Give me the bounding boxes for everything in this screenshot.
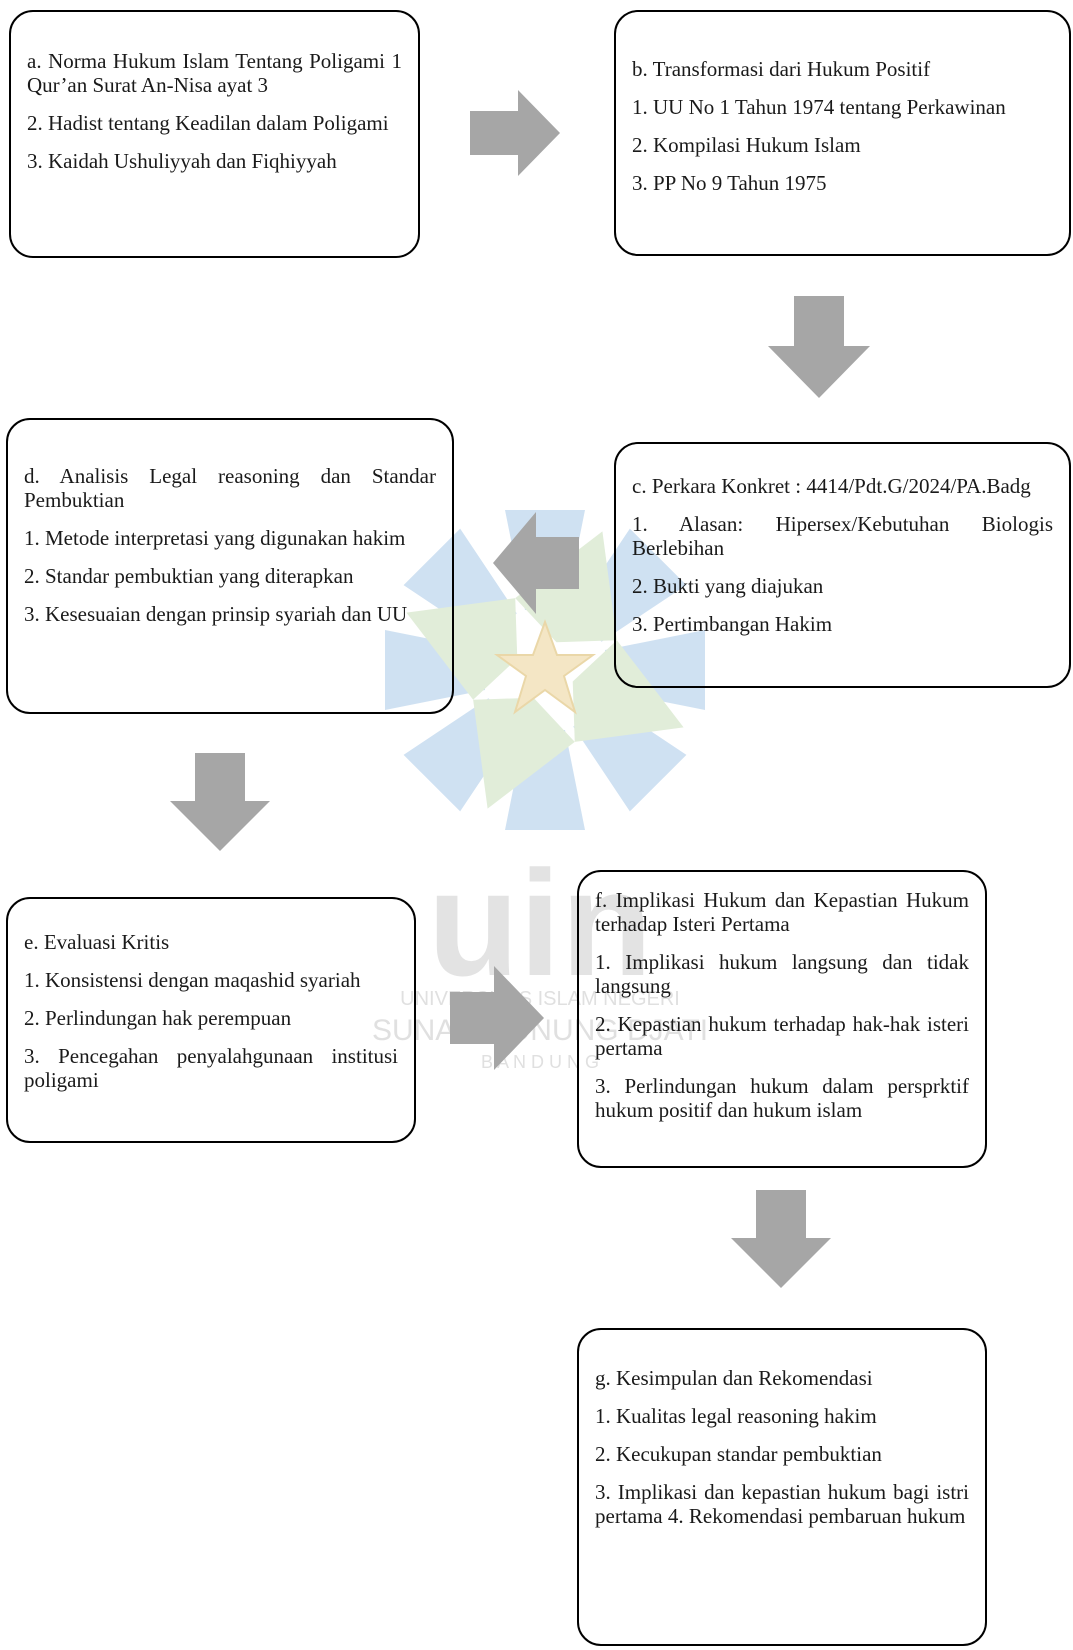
box-a-item-2: 3. Kaidah Ushuliyyah dan Fiqhiyyah — [27, 149, 337, 173]
box-f-implikasi-hukum: f. Implikasi Hukum dan Kepastian Hukum t… — [577, 870, 987, 1168]
box-a-item-1: 2. Hadist tentang Keadilan dalam Poligam… — [27, 111, 389, 135]
box-g-item-2: 2. Kecukupan standar pembuktian — [595, 1442, 882, 1466]
box-d-analisis-legal-reasoning: d. Analisis Legal reasoning dan Standar … — [6, 418, 454, 714]
watermark-logo-text: uin — [428, 839, 653, 1007]
arrow-right-e-to-f — [450, 966, 544, 1070]
box-e-evaluasi-kritis: e. Evaluasi Kritis 1. Konsistensi dengan… — [6, 897, 416, 1143]
box-b-title: b. Transformasi dari Hukum Positif — [632, 57, 931, 81]
box-f-title: f. Implikasi Hukum dan Kepastian Hukum t… — [595, 888, 969, 936]
box-b-item-3: 3. PP No 9 Tahun 1975 — [632, 171, 827, 195]
box-c-item-2: 2. Bukti yang diajukan — [632, 574, 824, 598]
box-e-title: e. Evaluasi Kritis — [24, 930, 170, 954]
box-f-item-2: 2. Kepastian hukum terhadap hak-hak iste… — [595, 1012, 969, 1060]
box-c-item-1: 1. Alasan: Hipersex/Kebutuhan Biologis B… — [632, 512, 1053, 560]
box-g-item-3: 3. Implikasi dan kepastian hukum bagi is… — [595, 1480, 969, 1528]
box-c-perkara-konkret: c. Perkara Konkret : 4414/Pdt.G/2024/PA.… — [614, 442, 1071, 688]
box-a-title: a. Norma Hukum Islam Tentang Poligami 1 … — [27, 49, 402, 97]
arrow-down-d-to-e — [170, 753, 270, 851]
box-e-item-1: 1. Konsistensi dengan maqashid syariah — [24, 968, 361, 992]
box-d-title: d. Analisis Legal reasoning dan Standar … — [24, 464, 436, 512]
box-b-item-2: 2. Kompilasi Hukum Islam — [632, 133, 861, 157]
box-d-item-3: 3. Kesesuaian dengan prinsip syariah dan… — [24, 602, 408, 626]
box-g-item-1: 1. Kualitas legal reasoning hakim — [595, 1404, 877, 1428]
arrow-left-c-to-d — [493, 512, 579, 614]
box-c-item-3: 3. Pertimbangan Hakim — [632, 612, 833, 636]
arrow-down-b-to-c — [768, 296, 870, 398]
box-g-kesimpulan-rekomendasi: g. Kesimpulan dan Rekomendasi 1. Kualita… — [577, 1328, 987, 1646]
box-e-item-2: 2. Perlindungan hak perempuan — [24, 1006, 292, 1030]
box-f-item-3: 3. Perlindungan hukum dalam persprktif h… — [595, 1074, 969, 1122]
box-d-item-1: 1. Metode interpretasi yang digunakan ha… — [24, 526, 406, 550]
watermark-green-petals — [406, 531, 684, 809]
box-b-transformasi-hukum-positif: b. Transformasi dari Hukum Positif 1. UU… — [614, 10, 1071, 256]
arrow-right-a-to-b — [470, 90, 560, 176]
box-e-item-3: 3. Pencegahan penyalahgunaan institusi p… — [24, 1044, 398, 1092]
box-g-title: g. Kesimpulan dan Rekomendasi — [595, 1366, 873, 1390]
box-a-norma-hukum-islam: a. Norma Hukum Islam Tentang Poligami 1 … — [9, 10, 420, 258]
watermark-line-3: B A N D U N G — [481, 1052, 599, 1072]
watermark-star — [493, 619, 597, 715]
arrow-down-f-to-g — [731, 1190, 831, 1288]
box-f-item-1: 1. Implikasi hukum langsung dan tidak la… — [595, 950, 969, 998]
box-b-item-1: 1. UU No 1 Tahun 1974 tentang Perkawinan — [632, 95, 1006, 119]
box-c-title: c. Perkara Konkret : 4414/Pdt.G/2024/PA.… — [632, 474, 1031, 498]
box-d-item-2: 2. Standar pembuktian yang diterapkan — [24, 564, 354, 588]
